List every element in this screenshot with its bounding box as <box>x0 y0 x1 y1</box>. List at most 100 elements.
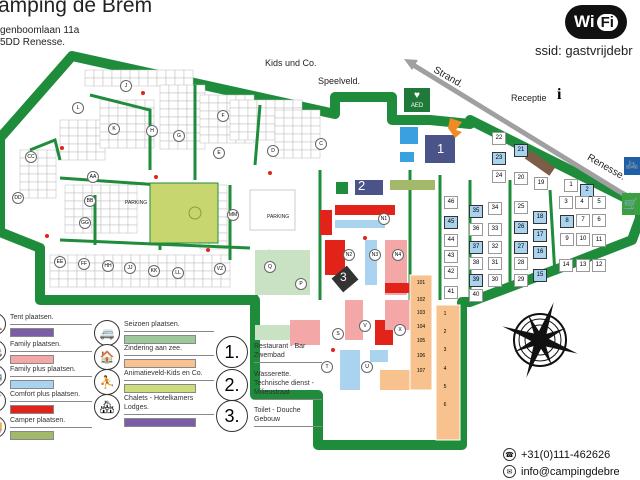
lot <box>238 123 249 133</box>
lot <box>274 99 285 109</box>
lot-31[interactable]: 31 <box>488 257 502 270</box>
lot <box>64 216 75 226</box>
lot-11[interactable]: 11 <box>592 234 606 247</box>
lot <box>283 133 294 143</box>
lot-26[interactable]: 26 <box>514 221 528 234</box>
lot <box>127 184 138 194</box>
lot-13[interactable]: 13 <box>576 259 590 272</box>
lot <box>193 262 204 272</box>
lot <box>102 77 113 87</box>
email-address[interactable]: info@campingdebre <box>521 465 620 478</box>
lot-4[interactable]: 4 <box>575 196 589 209</box>
zindering-lot-105[interactable]: 105 <box>416 338 426 344</box>
zindering-lot-2[interactable]: 2 <box>443 329 447 335</box>
lot-34[interactable]: 34 <box>488 202 502 215</box>
lot-19[interactable]: 19 <box>534 177 548 190</box>
section-marker-ll: LL <box>172 267 184 279</box>
lot-6[interactable]: 6 <box>592 214 606 227</box>
lot-23[interactable]: 23 <box>492 152 506 165</box>
lot-17[interactable]: 17 <box>533 229 547 242</box>
lot-35[interactable]: 35 <box>469 205 483 218</box>
lot <box>229 99 240 109</box>
lot-46[interactable]: 46 <box>444 196 458 209</box>
lot-37[interactable]: 37 <box>469 241 483 254</box>
lot-43[interactable]: 43 <box>444 250 458 263</box>
zindering-lot-6[interactable]: 6 <box>443 402 447 408</box>
lot-42[interactable]: 42 <box>444 266 458 279</box>
legend-swatch <box>124 335 196 344</box>
lot-44[interactable]: 44 <box>444 234 458 247</box>
lot-28[interactable]: 28 <box>514 257 528 270</box>
zindering-lot-1[interactable]: 1 <box>443 311 447 317</box>
lot <box>157 278 168 288</box>
lot-21[interactable]: 21 <box>514 144 528 157</box>
zindering-lot-104[interactable]: 104 <box>416 324 426 330</box>
lot-10[interactable]: 10 <box>576 233 590 246</box>
zindering-lot-3[interactable]: 3 <box>443 347 447 353</box>
lot-39[interactable]: 39 <box>469 274 483 287</box>
lot-5[interactable]: 5 <box>592 196 606 209</box>
lot-12[interactable]: 12 <box>592 259 606 272</box>
lot <box>127 224 138 234</box>
zindering-lot-107[interactable]: 107 <box>416 368 426 374</box>
lot <box>202 262 213 272</box>
legend-swatch <box>10 431 54 440</box>
lot <box>247 123 258 133</box>
lot <box>67 262 78 272</box>
lot <box>166 278 177 288</box>
legend-label: Tent plaatsen. <box>10 313 92 325</box>
zindering-lot-106[interactable]: 106 <box>416 353 426 359</box>
lot-16[interactable]: 16 <box>533 246 547 259</box>
email-contact[interactable]: ✉ info@campingdebre <box>503 465 620 478</box>
legend-label: Zindering aan zee. <box>124 344 214 356</box>
lot <box>159 132 170 142</box>
lot-20[interactable]: 20 <box>514 172 528 185</box>
camper-icon: 🚚 <box>0 416 6 438</box>
lot <box>208 118 219 128</box>
zindering-lot-103[interactable]: 103 <box>416 310 426 316</box>
comfort-plus-block <box>325 240 345 275</box>
zindering-lot-4[interactable]: 4 <box>443 366 447 372</box>
legend-item: 🚿Comfort plus plaatsen. <box>0 390 92 414</box>
lot <box>193 254 204 264</box>
section-marker-v: V <box>359 320 371 332</box>
facility-number: 3. <box>216 400 248 432</box>
facility-item: 2.Wasserette. Technische dienst - Milieu… <box>216 369 322 401</box>
section-marker-vz: VZ <box>214 263 226 275</box>
lot-1[interactable]: 1 <box>564 179 578 192</box>
lot-38[interactable]: 38 <box>469 257 483 270</box>
lot-27[interactable]: 27 <box>514 241 528 254</box>
lot <box>99 131 110 141</box>
lot-33[interactable]: 33 <box>488 223 502 236</box>
zindering-lot-5[interactable]: 5 <box>443 384 447 390</box>
lot <box>274 133 285 143</box>
lot-45[interactable]: 45 <box>444 216 458 229</box>
lot <box>229 107 240 117</box>
lot-9[interactable]: 9 <box>560 233 574 246</box>
lot-15[interactable]: 15 <box>533 269 547 282</box>
legend-entry: Camper plaatsen. <box>10 416 92 440</box>
lot <box>121 278 132 288</box>
zindering-lot-102[interactable]: 102 <box>416 297 426 303</box>
lot-41[interactable]: 41 <box>444 286 458 299</box>
lot <box>208 126 219 136</box>
lot-36[interactable]: 36 <box>469 223 483 236</box>
lot-14[interactable]: 14 <box>559 259 573 272</box>
lot-29[interactable]: 29 <box>514 274 528 287</box>
zindering-lot-101[interactable]: 101 <box>416 280 426 286</box>
lot-18[interactable]: 18 <box>533 211 547 224</box>
lot <box>310 117 321 127</box>
lot-40[interactable]: 40 <box>469 289 483 302</box>
lot-30[interactable]: 30 <box>488 274 502 287</box>
lot <box>177 116 188 126</box>
lot-32[interactable]: 32 <box>488 241 502 254</box>
lot <box>120 69 131 79</box>
section-marker-j: J <box>120 80 132 92</box>
lot-22[interactable]: 22 <box>492 132 506 145</box>
lot-7[interactable]: 7 <box>576 214 590 227</box>
lot-24[interactable]: 24 <box>492 170 506 183</box>
lot-25[interactable]: 25 <box>514 201 528 214</box>
lot-3[interactable]: 3 <box>559 196 573 209</box>
lot-8[interactable]: 8 <box>560 215 574 228</box>
building-storage <box>524 150 556 176</box>
